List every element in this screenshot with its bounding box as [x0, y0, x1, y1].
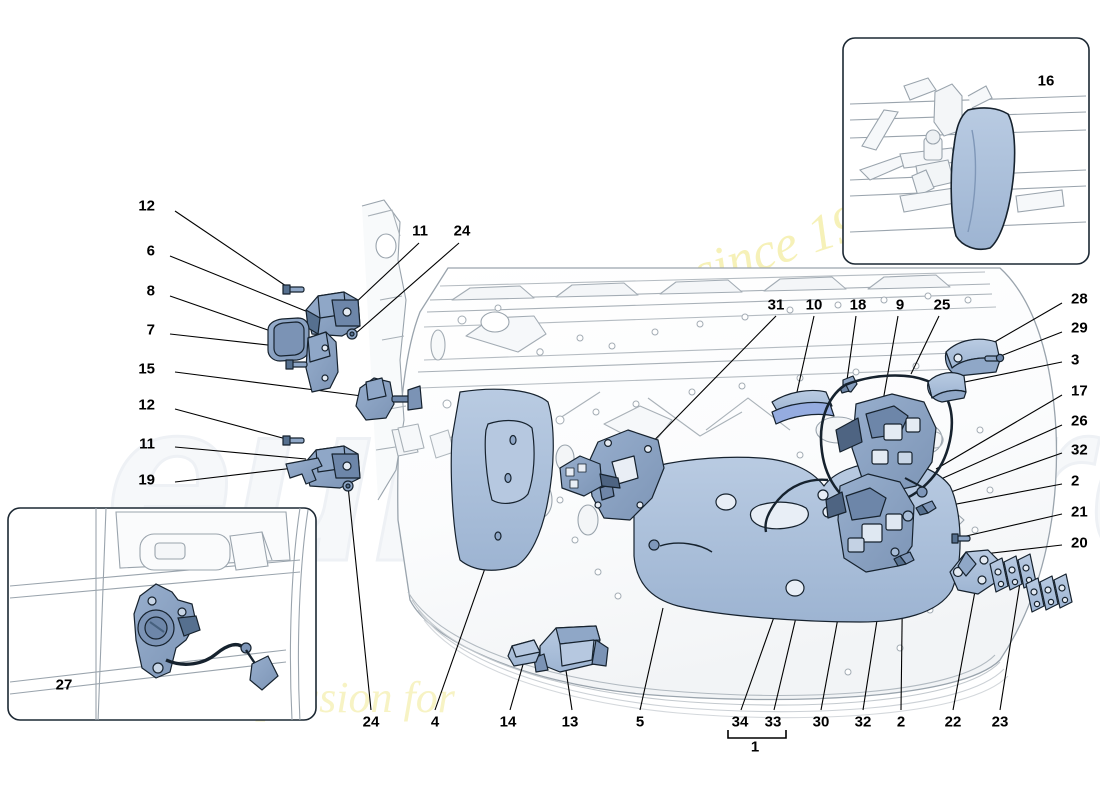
leader-line-24	[347, 485, 372, 711]
callout-left-15[interactable]: 15	[138, 360, 155, 378]
part-22-shim-stack	[989, 553, 1037, 593]
leader-line-3	[954, 361, 1063, 385]
leader-line-11	[174, 446, 307, 460]
callout-bottom-13[interactable]: 13	[561, 713, 579, 731]
callout-topright-10[interactable]: 10	[805, 296, 823, 314]
part-32-bolt-upper	[915, 500, 937, 516]
leader-line-21	[961, 513, 1063, 538]
callout-right-32[interactable]: 32	[1071, 441, 1088, 459]
leader-line-6	[169, 255, 319, 317]
leader-line-5	[639, 607, 664, 711]
part-7-screw	[285, 359, 308, 370]
part-10-exterior-handle	[771, 389, 835, 425]
callout-bottom-24[interactable]: 24	[362, 713, 380, 731]
callout-bottom-4[interactable]: 4	[430, 713, 440, 731]
part-3-wedge-cover	[927, 372, 967, 403]
callout-left-6[interactable]: 6	[146, 242, 155, 260]
part-27-lock-cylinder	[133, 583, 279, 691]
part-8-cover-plate	[267, 317, 310, 362]
callout-left-19[interactable]: 19	[138, 471, 155, 489]
leader-line-23	[999, 569, 1023, 711]
callout-topright-9[interactable]: 9	[895, 296, 905, 314]
callout-bottom-5[interactable]: 5	[635, 713, 645, 731]
part-2-bolt-lower	[893, 551, 915, 567]
highlighted-parts	[267, 284, 1073, 673]
part-9-actuator-assembly	[835, 393, 937, 493]
callout-right-17[interactable]: 17	[1071, 382, 1088, 400]
callout-right-29[interactable]: 29	[1071, 319, 1088, 337]
part-11-bracket-lower	[303, 445, 361, 489]
part-21-screw	[951, 533, 971, 544]
callout-topright-25[interactable]: 25	[933, 296, 951, 314]
part-11-bracket-upper	[305, 291, 361, 337]
part-4-insulation-pad	[450, 388, 554, 571]
callout-left-11[interactable]: 11	[139, 435, 155, 453]
callout-top-24[interactable]: 24	[453, 222, 471, 240]
part-29-pin	[984, 353, 1005, 363]
part-26-lock-cable	[764, 478, 829, 533]
callout-right-28[interactable]: 28	[1071, 290, 1088, 308]
inset-bottom-left	[7, 507, 317, 721]
part-12-screw-lower	[282, 435, 305, 446]
callout-right-21[interactable]: 21	[1071, 503, 1088, 521]
leader-line-12	[174, 210, 290, 289]
leader-line-11	[351, 242, 420, 307]
part-16-weatherstrip	[950, 107, 1016, 251]
part-6-bracket	[305, 331, 339, 393]
callout-left-7[interactable]: 7	[146, 321, 155, 339]
part-14-pad	[507, 639, 541, 667]
leader-line-29	[997, 331, 1063, 358]
part-15-door-check	[355, 377, 423, 421]
leader-line-25	[910, 315, 940, 375]
callout-bottom-22[interactable]: 22	[944, 713, 962, 731]
leader-line-18	[846, 315, 857, 381]
part-19-spring-clip	[285, 457, 323, 485]
part-13-module	[533, 625, 609, 673]
callout-inset-bl-27[interactable]: 27	[55, 676, 73, 694]
leader-line-15	[174, 371, 363, 397]
callout-bottom-23[interactable]: 23	[991, 713, 1009, 731]
callout-right-20[interactable]: 20	[1071, 534, 1088, 552]
leader-line-22	[952, 574, 979, 711]
callout-left-12[interactable]: 12	[138, 197, 155, 215]
callout-left-12[interactable]: 12	[138, 396, 155, 414]
leader-line-8	[169, 295, 286, 337]
callout-bottom-34[interactable]: 34	[731, 713, 749, 731]
callout-topright-18[interactable]: 18	[849, 296, 867, 314]
callout-bottom-2[interactable]: 2	[896, 713, 906, 731]
callout-bottom-30[interactable]: 30	[812, 713, 830, 731]
callout-bottom-14[interactable]: 14	[499, 713, 517, 731]
callout-bottom-32[interactable]: 32	[854, 713, 872, 731]
part-12-screw-upper	[282, 284, 305, 295]
part-24-bolt-lower	[342, 480, 354, 492]
part-31-regulator-motor	[559, 455, 621, 497]
part-24-bolt-upper	[346, 328, 358, 340]
callout-right-2[interactable]: 2	[1071, 472, 1080, 490]
part-30-door-latch	[825, 473, 915, 573]
callout-right-26[interactable]: 26	[1071, 412, 1088, 430]
leader-line-13	[564, 663, 573, 711]
part-31-regulator-plate	[587, 429, 665, 521]
leader-line-12	[174, 408, 291, 441]
leader-line-17	[935, 394, 1063, 470]
callout-inset-tr-16[interactable]: 16	[1037, 72, 1055, 90]
part-20-hinge-bracket	[949, 549, 1001, 595]
leader-line-10	[794, 315, 815, 402]
callout-right-3[interactable]: 3	[1071, 351, 1080, 369]
inset-top-right	[842, 37, 1090, 265]
group-bracket-1	[727, 730, 787, 739]
callout-left-8[interactable]: 8	[146, 282, 155, 300]
callout-topright-31[interactable]: 31	[767, 296, 785, 314]
callout-bottom-33[interactable]: 33	[764, 713, 782, 731]
callout-group-1[interactable]: 1	[750, 738, 760, 756]
leader-line-24	[354, 242, 460, 335]
leader-line-19	[174, 467, 295, 483]
part-23-shim-stack	[1025, 573, 1073, 613]
part-25-cable-ends	[904, 477, 928, 498]
leader-line-26	[931, 424, 1063, 484]
callout-top-11[interactable]: 11	[412, 222, 428, 240]
